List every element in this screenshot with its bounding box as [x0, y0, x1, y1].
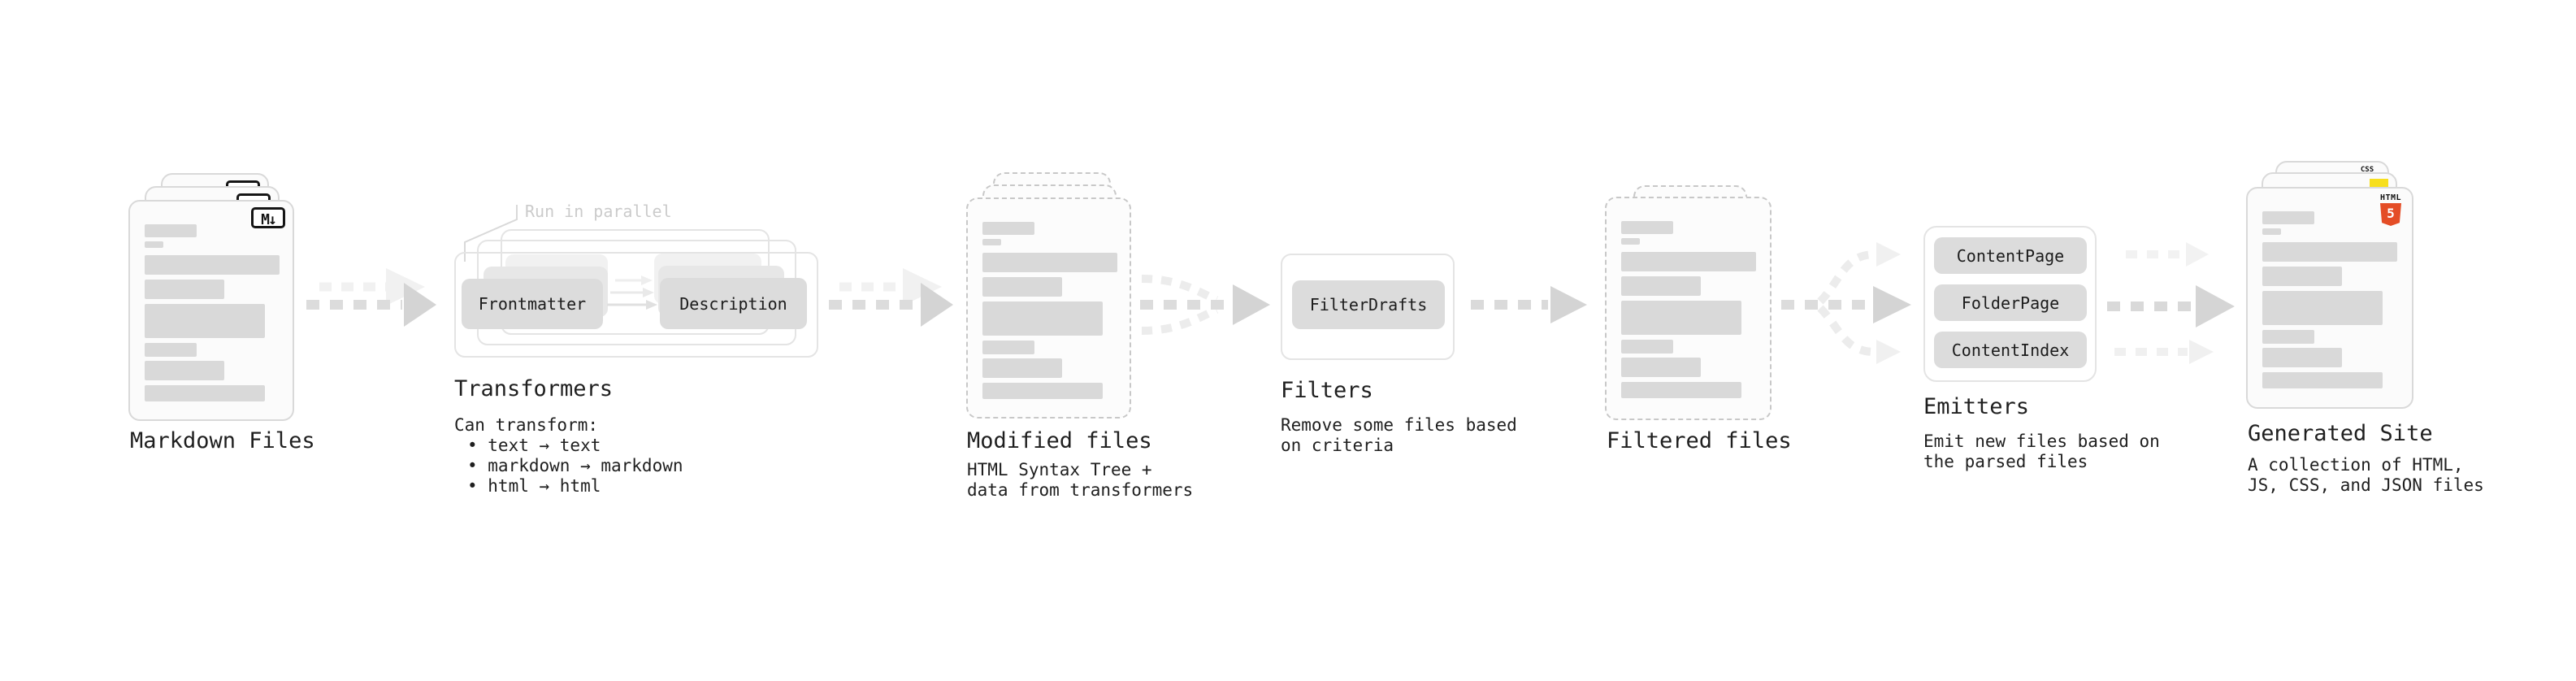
desc-line: the parsed files — [1923, 452, 2088, 471]
stage-title-emitters: Emitters — [1923, 394, 2030, 419]
placeholder-text-bar — [2262, 372, 2383, 388]
file-card-front: HTML 5 — [2246, 187, 2413, 409]
desc-line: JS, CSS, and JSON files — [2248, 475, 2484, 495]
placeholder-text-bar — [982, 301, 1103, 336]
filters-description: Remove some files based on criteria — [1281, 415, 1517, 456]
placeholder-text-bar — [145, 343, 197, 357]
placeholder-text-bar — [2262, 291, 2383, 325]
desc-line: Remove some files based — [1281, 415, 1517, 435]
placeholder-text-bar — [982, 277, 1062, 297]
desc-line: HTML Syntax Tree + — [967, 460, 1152, 479]
emitter-chip-contentpage: ContentPage — [1934, 237, 2087, 274]
placeholder-text-bar — [1621, 382, 1741, 398]
stage-title-filters: Filters — [1281, 378, 1373, 403]
flow-arrows-triple-icon — [2107, 242, 2235, 364]
emitter-chip-folderpage: FolderPage — [1934, 284, 2087, 321]
desc-line: Can transform: — [454, 415, 599, 435]
placeholder-text-bar — [1621, 301, 1741, 335]
desc-bullet: • text → text — [467, 436, 601, 455]
placeholder-text-bar — [145, 224, 197, 237]
filters-box — [1281, 254, 1455, 360]
emitter-chip-contentindex: ContentIndex — [1934, 332, 2087, 368]
run-in-parallel-note: Run in parallel — [525, 202, 672, 221]
flow-arrow-merge-icon — [1140, 275, 1270, 335]
file-card-front — [966, 197, 1131, 419]
markdown-icon: M↓ — [251, 207, 285, 228]
desc-bullet: • markdown → markdown — [467, 456, 683, 475]
html5-logo-icon: HTML 5 — [2379, 193, 2402, 226]
placeholder-text-bar — [982, 358, 1062, 378]
placeholder-text-bar — [145, 280, 224, 299]
placeholder-text-bar — [1621, 340, 1673, 354]
placeholder-text-bar — [982, 383, 1103, 399]
flow-arrow-double-icon — [306, 268, 436, 327]
transformer-chip-description: Description — [660, 278, 807, 329]
flow-arrow-icon — [1471, 286, 1587, 323]
generated-site-description: A collection of HTML, JS, CSS, and JSON … — [2248, 455, 2484, 496]
placeholder-text-bar — [2262, 348, 2342, 367]
desc-line: Emit new files based on — [1923, 432, 2160, 451]
stage-title-markdown-files: Markdown Files — [130, 428, 315, 453]
emitters-box — [1923, 226, 2097, 382]
placeholder-text-bar — [1621, 221, 1673, 234]
placeholder-text-bar — [145, 361, 224, 380]
placeholder-text-bar — [145, 241, 163, 248]
transformers-description: Can transform: • text → text • markdown … — [454, 415, 683, 497]
stage-title-filtered-files: Filtered files — [1607, 428, 1792, 453]
flow-arrow-double-icon — [829, 268, 953, 327]
placeholder-text-bar — [145, 304, 265, 338]
placeholder-text-bar — [145, 255, 280, 275]
placeholder-text-bar — [982, 340, 1034, 354]
filter-chip-filterdrafts: FilterDrafts — [1292, 280, 1445, 329]
stage-title-generated-site: Generated Site — [2248, 421, 2433, 446]
stage-title-modified-files: Modified files — [967, 428, 1152, 453]
desc-line: on criteria — [1281, 436, 1394, 455]
parallel-arrows-icon — [607, 275, 657, 310]
emitters-description: Emit new files based on the parsed files — [1923, 432, 2160, 472]
desc-line: A collection of HTML, — [2248, 455, 2464, 475]
flow-arrow-fork-icon — [1781, 242, 1911, 364]
desc-line: data from transformers — [967, 480, 1194, 500]
placeholder-text-bar — [982, 239, 1001, 245]
placeholder-text-bar — [2262, 228, 2281, 235]
placeholder-text-bar — [1621, 238, 1640, 245]
placeholder-text-bar — [1621, 252, 1756, 271]
stage-title-transformers: Transformers — [454, 376, 614, 401]
placeholder-text-bar — [145, 385, 265, 401]
transformer-chip-frontmatter: Frontmatter — [462, 279, 603, 329]
placeholder-text-bar — [2262, 211, 2314, 224]
modified-files-description: HTML Syntax Tree + data from transformer… — [967, 460, 1193, 501]
desc-bullet: • html → html — [467, 476, 601, 496]
placeholder-text-bar — [982, 253, 1117, 272]
placeholder-text-bar — [2262, 267, 2342, 286]
placeholder-text-bar — [1621, 276, 1701, 296]
placeholder-text-bar — [2262, 330, 2314, 344]
placeholder-text-bar — [1621, 358, 1701, 377]
placeholder-text-bar — [2262, 242, 2397, 262]
transformer-box-front — [454, 252, 818, 358]
file-card-front: M↓ — [128, 200, 294, 421]
file-card-front — [1605, 197, 1772, 420]
placeholder-text-bar — [982, 222, 1034, 235]
